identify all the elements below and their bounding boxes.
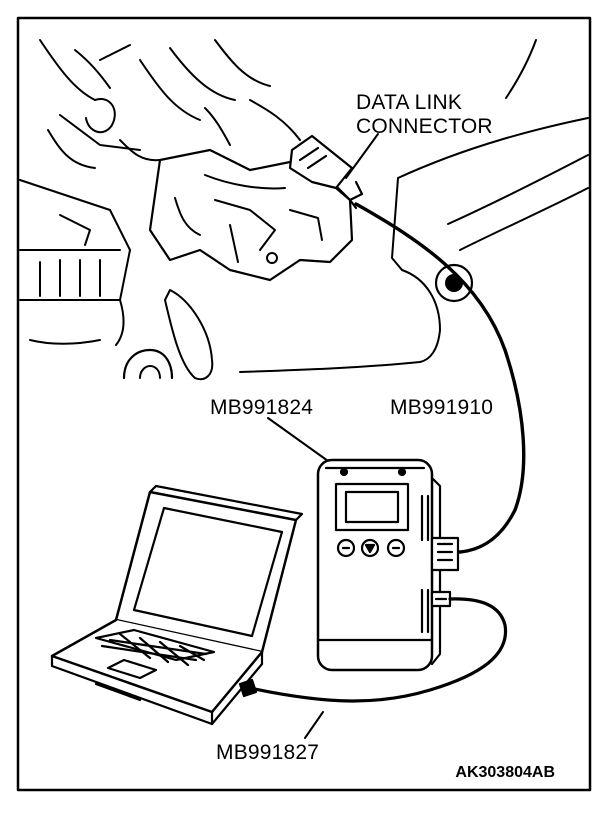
mut-unit-leader-line bbox=[267, 417, 336, 467]
vehicle-communication-interface-unit bbox=[316, 458, 460, 672]
usb-cable-leader-line bbox=[304, 711, 324, 739]
data-link-connector-label-line1: DATA LINK bbox=[356, 91, 463, 114]
data-link-connector-plug bbox=[288, 134, 364, 210]
data-link-connector-label-line2: CONNECTOR bbox=[356, 115, 493, 138]
usb-cable bbox=[248, 597, 508, 703]
laptop-computer bbox=[50, 484, 304, 726]
usb-cable-part-label: MB991827 bbox=[216, 741, 320, 764]
figure-code: AK303804AB bbox=[455, 764, 555, 781]
vehicle-dashboard-illustration bbox=[19, 39, 589, 380]
mut-unit-part-label: MB991824 bbox=[210, 396, 314, 419]
main-harness-part-label: MB991910 bbox=[390, 396, 494, 419]
figure-frame bbox=[16, 16, 592, 792]
main-harness-cable bbox=[354, 202, 526, 554]
connector-leader-line bbox=[345, 133, 379, 179]
